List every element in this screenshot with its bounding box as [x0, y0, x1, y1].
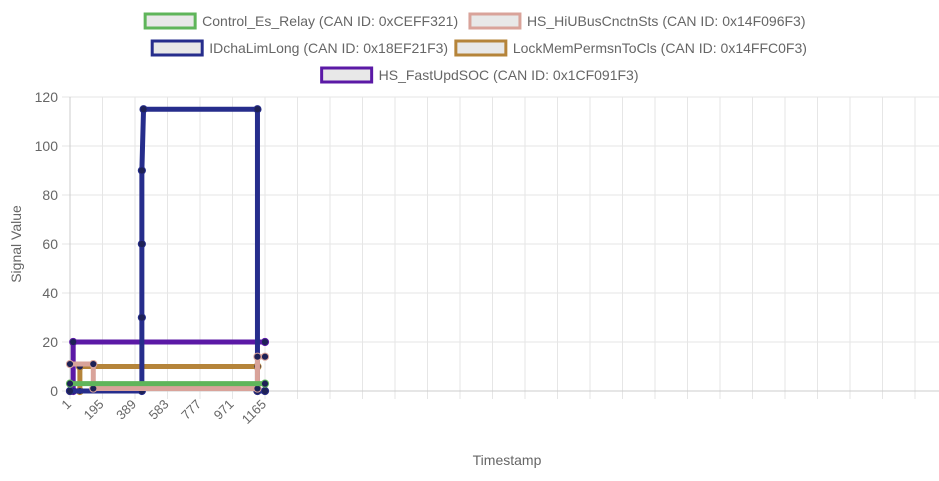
- data-point: [69, 337, 78, 347]
- legend-label[interactable]: LockMemPermsnToCls (CAN ID: 0x14FFC0F3): [513, 40, 807, 56]
- x-tick-label: 195: [81, 397, 107, 423]
- x-tick-label: 971: [211, 397, 237, 423]
- data-point: [137, 239, 146, 249]
- x-tick-label: 1: [58, 397, 74, 413]
- y-tick-label: 100: [35, 138, 59, 154]
- legend-swatch[interactable]: [320, 66, 374, 84]
- y-tick-label: 80: [42, 187, 58, 203]
- x-tick-label: 1165: [239, 397, 269, 427]
- data-point: [65, 359, 75, 369]
- data-point: [260, 379, 270, 388]
- data-point: [253, 105, 262, 114]
- data-point: [260, 352, 270, 361]
- y-tick-label: 20: [42, 334, 58, 350]
- data-point: [260, 386, 270, 396]
- x-tick-label: 389: [113, 397, 139, 423]
- legend-label[interactable]: HS_HiUBusCnctnSts (CAN ID: 0x14F096F3): [527, 13, 806, 29]
- data-point: [137, 313, 146, 322]
- data-point: [89, 359, 98, 369]
- legend-label[interactable]: IDchaLimLong (CAN ID: 0x18EF21F3): [209, 40, 448, 56]
- y-tick-label: 60: [42, 236, 58, 252]
- data-point: [137, 166, 146, 175]
- legend-label[interactable]: Control_Es_Relay (CAN ID: 0xCEFF321): [202, 13, 458, 29]
- data-point: [139, 105, 148, 114]
- legend-swatch[interactable]: [143, 12, 197, 30]
- legend-swatch[interactable]: [150, 39, 204, 57]
- y-tick-label: 0: [50, 383, 58, 399]
- data-point: [260, 337, 270, 347]
- data-point: [65, 379, 75, 388]
- y-axis-title: Signal Value: [8, 205, 24, 283]
- data-point: [253, 352, 262, 361]
- y-tick-label: 120: [35, 89, 59, 105]
- y-tick-label: 40: [42, 285, 58, 301]
- x-axis-title: Timestamp: [473, 452, 542, 468]
- legend-swatch[interactable]: [468, 12, 522, 30]
- x-tick-label: 777: [178, 397, 204, 423]
- legend-label[interactable]: HS_FastUpdSOC (CAN ID: 0x1CF091F3): [379, 67, 639, 83]
- x-tick-label: 583: [146, 397, 172, 423]
- data-point: [65, 386, 75, 396]
- legend-swatch[interactable]: [454, 39, 508, 57]
